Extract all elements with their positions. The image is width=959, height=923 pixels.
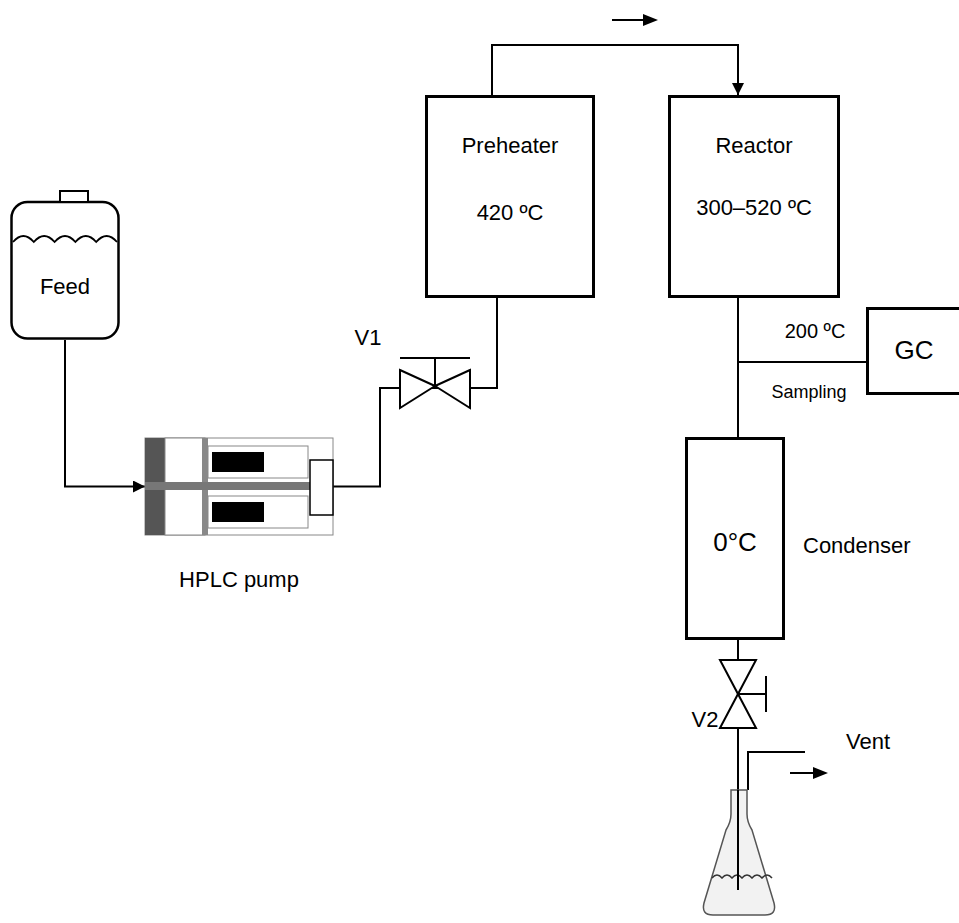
part-label: Sampling bbox=[771, 382, 846, 403]
pipe-line bbox=[738, 298, 866, 362]
part-label: V2 bbox=[692, 707, 719, 732]
vent-arrow bbox=[790, 767, 828, 779]
node-title: Preheater bbox=[462, 133, 559, 158]
part-label: Vent bbox=[846, 729, 890, 754]
flow-arrow bbox=[612, 14, 658, 26]
part-label: 200 ºC bbox=[785, 320, 846, 343]
reactor-box: Reactor 300–520 ºC bbox=[668, 95, 840, 298]
node-title: GC bbox=[895, 336, 934, 366]
tank-outline bbox=[10, 190, 120, 340]
condenser-box: 0°CCondenser bbox=[685, 437, 785, 640]
node-title: Reactor bbox=[715, 133, 792, 158]
node-title: 0°C bbox=[713, 528, 757, 558]
node-text: Condenser bbox=[803, 533, 911, 558]
valve-symbol bbox=[400, 358, 470, 408]
gc-box: GC bbox=[866, 307, 959, 395]
pipe-line bbox=[65, 340, 145, 487]
feed-tank: Feed bbox=[10, 190, 120, 340]
part-label: V1 bbox=[355, 325, 382, 350]
valve-symbol bbox=[720, 660, 766, 728]
pipe-line bbox=[492, 45, 738, 95]
flask bbox=[703, 790, 774, 915]
node-text: 300–520 ºC bbox=[696, 195, 812, 220]
pipe-line bbox=[737, 298, 739, 437]
hplc-pump: HPLC pump bbox=[145, 438, 333, 535]
pipe-line bbox=[333, 298, 497, 487]
node-title: Feed bbox=[40, 274, 90, 299]
preheater-box: Preheater 420 ºC bbox=[425, 95, 595, 298]
node-title: HPLC pump bbox=[179, 567, 299, 592]
node-text: 420 ºC bbox=[477, 200, 544, 225]
pump-symbol bbox=[145, 438, 333, 535]
